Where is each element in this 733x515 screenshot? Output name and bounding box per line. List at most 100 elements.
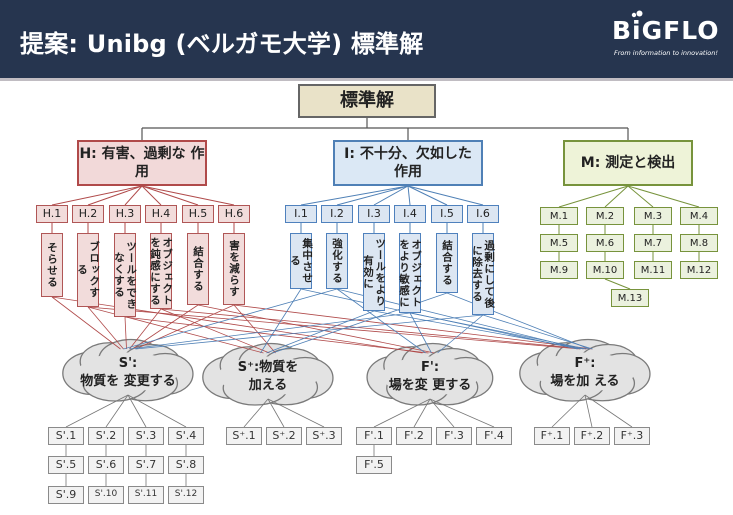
connector-line (87, 306, 124, 350)
connector-line (407, 185, 411, 206)
cloud-shape (519, 338, 651, 402)
connector-line (266, 310, 375, 354)
connector-line (132, 304, 199, 350)
connector-line (604, 278, 631, 290)
connector-line (627, 185, 700, 208)
connector-line (87, 306, 581, 350)
connector-line (160, 308, 270, 354)
connector-line (482, 314, 593, 350)
connector-line (127, 394, 147, 428)
h-index-4: H.4 (145, 205, 177, 223)
connector-line (429, 398, 455, 428)
cloud-shape (62, 338, 194, 402)
leaf-f1-4: F'.4 (476, 427, 512, 445)
connector-line (160, 308, 587, 350)
connector-line (446, 292, 590, 350)
i-solution-3: ツールをより有効に (362, 233, 386, 311)
connector-line (336, 288, 426, 354)
connector-line (267, 398, 325, 428)
leaf-f2-3: F⁺.3 (614, 427, 650, 445)
h-index-1: H.1 (36, 205, 68, 223)
h-solution-1: そらせる (41, 233, 63, 297)
leaf-s1-6: S'.6 (88, 456, 124, 474)
leaf-s1-12: S'.12 (168, 486, 204, 504)
i-index-5: I.5 (431, 205, 463, 223)
root-node: 標準解 (298, 84, 436, 118)
leaf-s1-3: S'.3 (128, 427, 164, 445)
connector-line (65, 394, 129, 428)
m-index-5: M.5 (540, 234, 578, 252)
connector-line (558, 185, 629, 208)
connector-line (233, 304, 276, 354)
h-index-5: H.5 (182, 205, 214, 223)
leaf-f1-3: F'.3 (436, 427, 472, 445)
leaf-f1-5: F'.5 (356, 456, 392, 474)
connector-line (604, 185, 629, 208)
leaf-s2-3: S⁺.3 (306, 427, 342, 445)
slide-title: 提案: Unibg (ベルガモ大学) 標準解 (20, 30, 424, 58)
leaf-s1-5: S'.5 (48, 456, 84, 474)
m-index-2: M.2 (586, 207, 624, 225)
connector-line (135, 304, 235, 350)
leaf-f1-1: F'.1 (356, 427, 392, 445)
leaf-s2-2: S⁺.2 (266, 427, 302, 445)
m-index-12: M.12 (680, 261, 718, 279)
connector-line (124, 316, 127, 350)
connector-line (51, 185, 143, 206)
leaf-s1-9: S'.9 (48, 486, 84, 504)
connector-line (267, 398, 285, 428)
connector-line (413, 398, 431, 428)
leaf-f1-2: F'.2 (396, 427, 432, 445)
connector-line (129, 312, 411, 350)
connector-line (627, 185, 654, 208)
i-solution-5: 結合する (436, 233, 458, 293)
i-index-4: I.4 (394, 205, 426, 223)
m-index-7: M.7 (634, 234, 672, 252)
connector-line (243, 398, 269, 428)
connector-line (409, 312, 432, 354)
i-solution-6: 過剰にして後に除去する (471, 233, 495, 315)
connector-line (105, 394, 129, 428)
cloud-shape (202, 342, 334, 406)
cloud-shape (366, 342, 494, 406)
connector-line (129, 308, 162, 350)
i-index-3: I.3 (358, 205, 390, 223)
connector-line (407, 185, 448, 206)
connector-line (135, 314, 484, 350)
connector-line (260, 288, 302, 354)
m-index-9: M.9 (540, 261, 578, 279)
leaf-s2-1: S⁺.1 (226, 427, 262, 445)
logo-tagline: From information to innovation! (614, 49, 718, 57)
title-banner: 提案: Unibg (ベルガモ大学) 標準解 BiGFLO From infor… (0, 0, 733, 81)
connector-line (373, 185, 409, 206)
connector-line (141, 185, 162, 206)
connector-line (141, 185, 199, 206)
category-harmful: H: 有害、過剰な 作用 (77, 140, 207, 186)
leaf-s1-4: S'.4 (168, 427, 204, 445)
leaf-s1-1: S'.1 (48, 427, 84, 445)
logo-wordmark: BiGFLO (612, 16, 720, 45)
h-solution-3: ツールをできなくする (113, 233, 137, 317)
connector-line (437, 314, 484, 354)
i-index-6: I.6 (467, 205, 499, 223)
connector-line (87, 185, 143, 206)
leaf-s1-11: S'.11 (128, 486, 164, 504)
leaf-f2-2: F⁺.2 (574, 427, 610, 445)
m-index-6: M.6 (586, 234, 624, 252)
m-index-11: M.11 (634, 261, 672, 279)
m-index-8: M.8 (680, 234, 718, 252)
connector-line (197, 304, 435, 354)
connector-line (584, 394, 593, 428)
connector-line (127, 394, 187, 428)
m-index-3: M.3 (634, 207, 672, 225)
leaf-s1-10: S'.10 (88, 486, 124, 504)
h-index-6: H.6 (218, 205, 250, 223)
h-solution-6: 害を減らす (223, 233, 245, 305)
h-solution-2: ブロックする (76, 233, 100, 307)
i-solution-2: 強化する (326, 233, 348, 289)
connector-line (373, 398, 431, 428)
connector-line (336, 185, 409, 206)
connector-line (584, 394, 633, 428)
h-solution-4: オブジェクトを鈍感にする (149, 233, 173, 309)
